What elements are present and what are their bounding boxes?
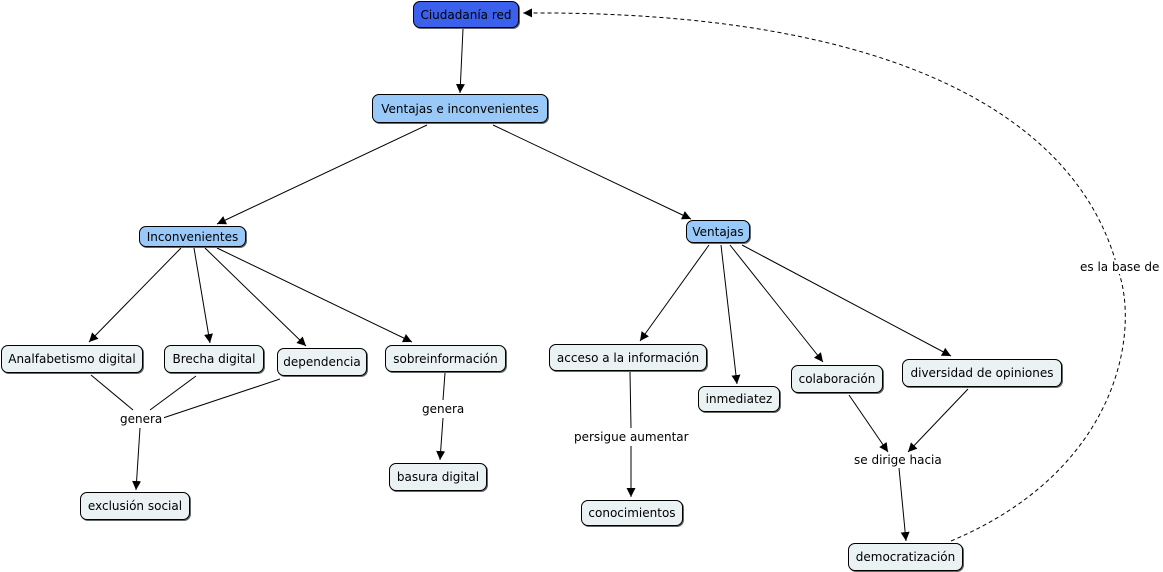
link-genera-to-basura [436,417,446,461]
node-sobreinformacion[interactable]: sobreinformación [385,345,506,372]
node-brecha-digital[interactable]: Brecha digital [164,345,264,373]
link-ventajas-to-acceso [639,244,710,342]
link-ventajas-to-colaboracion [729,244,824,363]
link-inc-to-brecha [193,247,213,344]
node-analfabetismo-digital[interactable]: Analfabetismo digital [1,345,143,373]
node-diversidad-de-opiniones[interactable]: diversidad de opiniones [902,359,1062,387]
node-ciudadania-red[interactable]: Ciudadanía red [413,1,519,28]
link-ventajas-to-inmediatez [720,244,741,385]
node-inmediatez[interactable]: inmediatez [698,386,780,412]
link-acceso-to-persigue [629,371,632,429]
link-vi-to-inconvenientes [216,124,428,225]
link-analfabetismo-to-genera [90,374,134,411]
node-acceso-a-la-informacion[interactable]: acceso a la información [549,344,707,371]
node-ventajas[interactable]: Ventajas [686,220,750,243]
link-genera-to-exclusion [132,427,142,491]
node-colaboracion[interactable]: colaboración [791,365,883,393]
node-democratizacion[interactable]: democratización [848,543,963,571]
link-inc-to-analfabetismo [88,247,182,343]
link-ventajas-to-diversidad [741,244,952,357]
node-conocimientos[interactable]: conocimientos [581,500,683,526]
node-exclusion-social[interactable]: exclusión social [80,492,190,520]
link-dependencia-to-genera [162,378,281,419]
link-sobreinfo-to-genera [442,372,446,401]
link-inc-to-dependencia [204,247,307,347]
link-colaboracion-to-dirige [848,394,889,453]
node-inconvenientes[interactable]: Inconvenientes [139,226,246,247]
node-ventajas-e-inconvenientes[interactable]: Ventajas e inconvenientes [372,94,548,123]
link-dirige-to-democratizacion [898,467,910,542]
link-label-se-dirige-hacia: se dirige hacia [852,453,944,467]
link-vi-to-ventajas [492,124,692,220]
link-label-persigue-aumentar: persigue aumentar [572,430,691,444]
node-dependencia[interactable]: dependencia [277,348,367,376]
link-label-genera-2: genera [420,402,467,416]
link-diversidad-to-dirige [907,388,969,453]
link-label-es-la-base-de: es la base de [1078,260,1162,274]
link-label-genera-1: genera [118,412,165,426]
link-root-to-ventajas-inconvenientes [455,28,465,94]
node-basura-digital[interactable]: basura digital [389,463,487,491]
link-democratizacion-to-root-dashed [522,8,1126,542]
link-brecha-to-genera [149,375,197,411]
link-inc-to-sobreinformacion [216,247,413,343]
